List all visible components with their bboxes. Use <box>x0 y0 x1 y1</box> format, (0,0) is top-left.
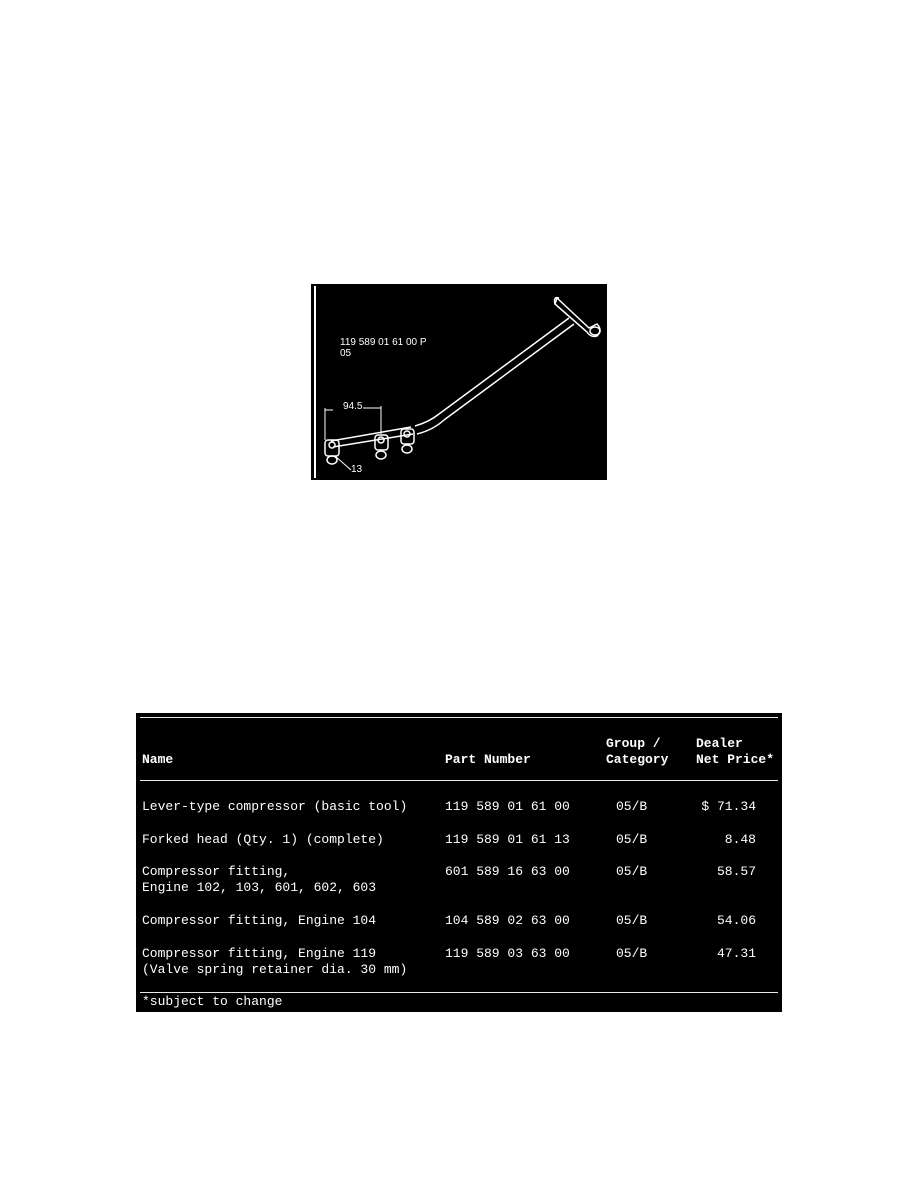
table-row-price: $ 71.34 <box>701 799 756 814</box>
table-row-price: 58.57 <box>716 864 756 879</box>
table-row-name: Forked head (Qty. 1) (complete) <box>142 832 384 848</box>
header-price-line2: Net Price* <box>696 752 775 767</box>
callout-leader-line <box>334 455 352 471</box>
row-name-line2: (Valve spring retainer dia. 30 mm) <box>142 962 408 977</box>
table-row-name: Compressor fitting, Engine 102, 103, 601… <box>142 864 376 896</box>
table-row-part-number: 119 589 03 63 00 <box>445 946 570 961</box>
table-row-name: Compressor fitting, Engine 119 (Valve sp… <box>142 946 407 978</box>
table-row-group: 05/B <box>616 864 648 879</box>
header-name: Name <box>142 752 174 767</box>
table-row-part-number: 104 589 02 63 00 <box>445 913 570 928</box>
forked-head-middle <box>374 434 389 460</box>
table-row-part-number: 601 589 16 63 00 <box>445 864 570 879</box>
header-group-category: Group / Category <box>606 736 668 768</box>
t-handle-shape <box>553 296 601 338</box>
row-name-line1: Compressor fitting, Engine 104 <box>142 913 377 928</box>
table-row-name: Lever-type compressor (basic tool) <box>142 799 407 815</box>
table-row-group: 05/B <box>616 913 648 928</box>
forked-head-left <box>324 439 340 465</box>
table-row-name: Compressor fitting, Engine 104 <box>142 913 376 929</box>
header-price-line1: Dealer <box>696 736 743 751</box>
figure-part-label: 119 589 01 61 00 P <box>340 337 427 348</box>
base-bar-shape <box>330 426 414 448</box>
table-row-group: 05/B <box>616 832 648 847</box>
table-footnote: *subject to change <box>142 994 283 1009</box>
table-row-price: 8.48 <box>724 832 756 847</box>
row-name-line1: Forked head (Qty. 1) (complete) <box>142 832 384 847</box>
tool-illustration: 119 589 01 61 00 P 05 94.5 13 <box>311 284 607 480</box>
table-row-group: 05/B <box>616 799 648 814</box>
row-name-line2: Engine 102, 103, 601, 602, 603 <box>142 880 377 895</box>
forked-head-right <box>400 428 415 454</box>
lever-compressor-drawing <box>314 286 601 478</box>
table-top-rule <box>140 717 778 718</box>
table-row-group: 05/B <box>616 946 648 961</box>
price-table: Name Part Number Group / Category Dealer… <box>136 713 782 1012</box>
table-row-part-number: 119 589 01 61 00 <box>445 799 570 814</box>
table-row-price: 47.31 <box>716 946 756 961</box>
row-name-line1: Lever-type compressor (basic tool) <box>142 799 408 814</box>
figure-group-label: 05 <box>340 348 352 359</box>
row-name-line1: Compressor fitting, <box>142 864 291 879</box>
header-dealer-net-price: Dealer Net Price* <box>696 736 774 768</box>
lever-shaft-shape <box>414 317 575 435</box>
row-name-line1: Compressor fitting, Engine 119 <box>142 946 377 961</box>
table-row-price: 54.06 <box>716 913 756 928</box>
header-part-number: Part Number <box>445 752 531 767</box>
figure-callout-label: 13 <box>351 464 363 475</box>
table-header-rule <box>140 780 778 781</box>
dimension-line <box>324 406 382 440</box>
table-footer-rule <box>140 992 778 993</box>
figure-dimension-label: 94.5 <box>343 401 363 412</box>
header-group-line1: Group / <box>606 736 661 751</box>
header-group-line2: Category <box>606 752 669 767</box>
table-row-part-number: 119 589 01 61 13 <box>445 832 570 847</box>
